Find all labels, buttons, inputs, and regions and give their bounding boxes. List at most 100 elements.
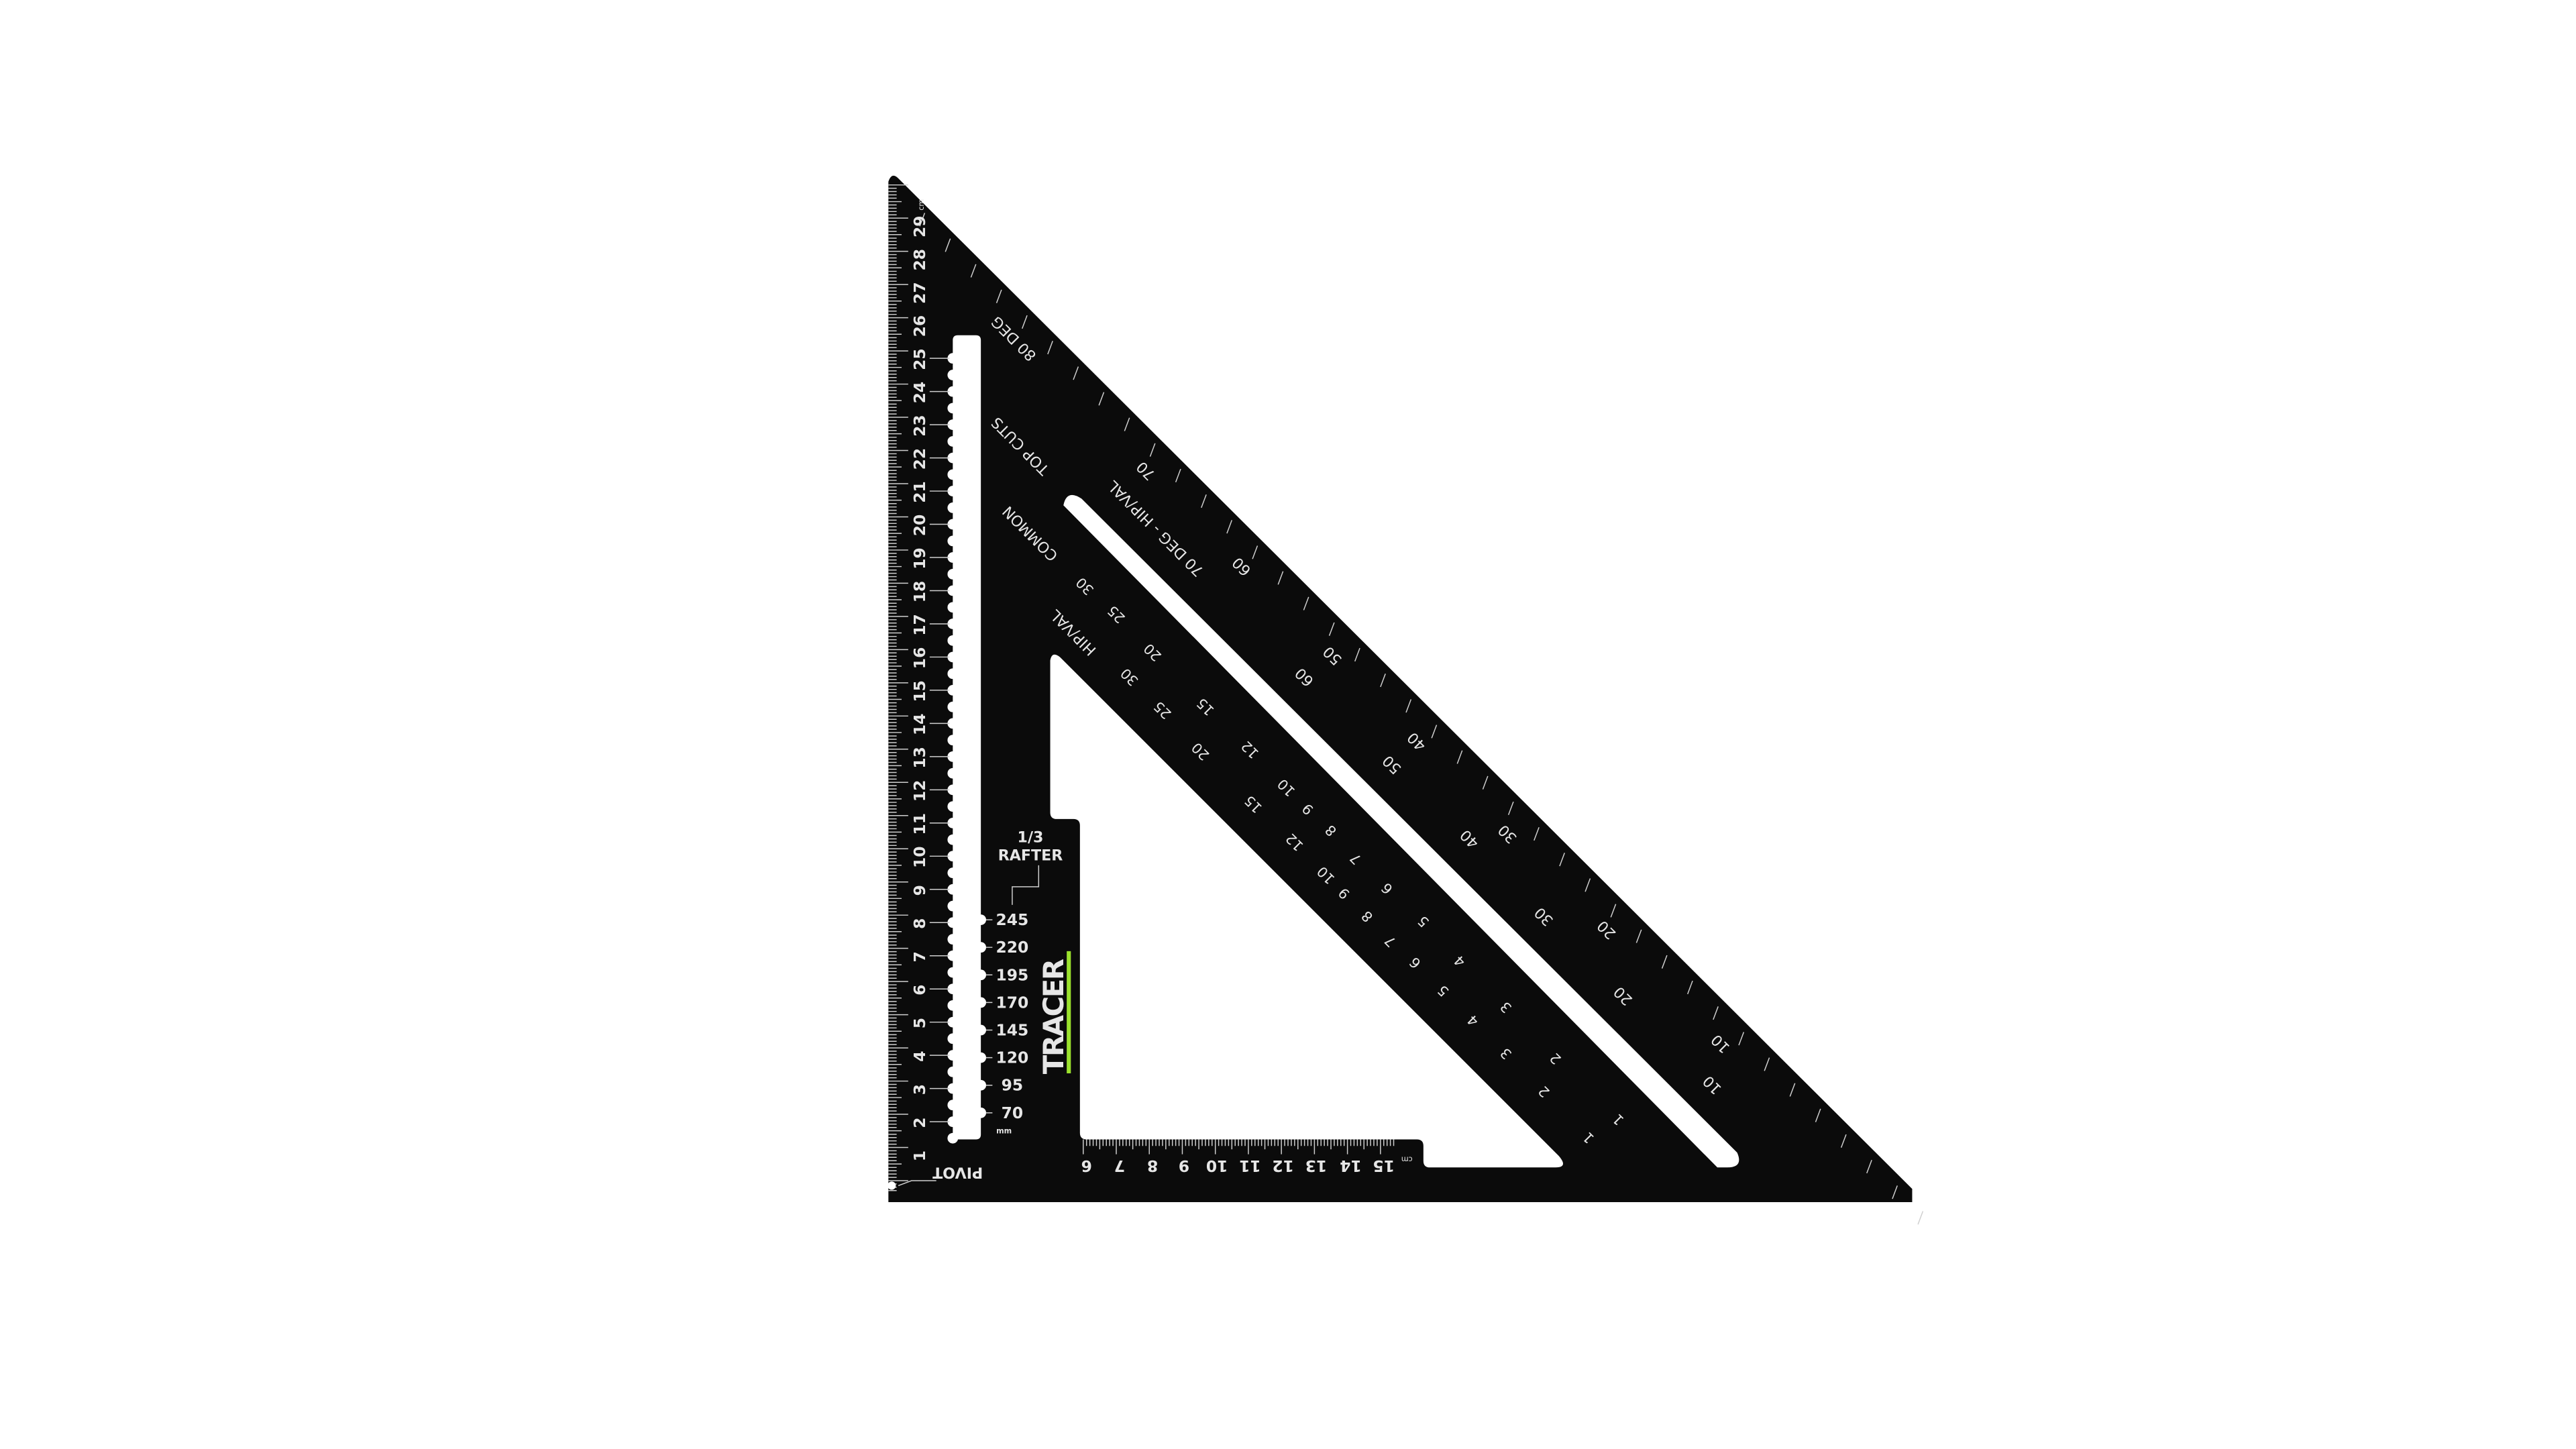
square-body: [888, 175, 1913, 1202]
left-ruler-number: 16: [910, 647, 929, 669]
slot-notch: [947, 436, 959, 447]
tracer-logo-text: TRACER: [1037, 959, 1070, 1074]
slot-notch: [947, 469, 959, 480]
left-ruler-number: 12: [910, 780, 929, 802]
bottom-ruler-number: 8: [1147, 1157, 1158, 1175]
rafter-title-2: RAFTER: [998, 847, 1063, 864]
bottom-ruler-number: 10: [1206, 1157, 1228, 1175]
left-ruler-number: 24: [910, 382, 929, 404]
left-ruler-number: 4: [910, 1051, 929, 1062]
bottom-ruler-number: 13: [1305, 1157, 1328, 1175]
rafter-notch: [975, 942, 987, 953]
rafter-title-1: 1/3: [1018, 828, 1044, 846]
left-ruler-number: 13: [910, 747, 929, 769]
rafter-notch: [975, 1107, 987, 1118]
left-ruler-number: 7: [910, 951, 929, 962]
left-ruler-number: 17: [910, 614, 929, 636]
slot-notch: [947, 1016, 959, 1028]
rafter-notch: [975, 1079, 987, 1091]
rafter-value: 245: [996, 910, 1029, 929]
left-ruler-number: 22: [910, 448, 929, 470]
bottom-ruler-unit: cm: [1401, 1155, 1413, 1164]
slot-notch: [947, 1083, 959, 1094]
slot-notch: [947, 1050, 959, 1061]
slot-notch: [947, 585, 959, 596]
slot-notch: [947, 917, 959, 928]
rafter-notch: [975, 1052, 987, 1063]
bottom-ruler-number: 7: [1114, 1157, 1125, 1175]
slot-notch: [947, 1116, 959, 1127]
left-ruler-number: 19: [910, 547, 929, 570]
rafter-value: 145: [996, 1021, 1029, 1040]
rafter-value: 70: [1002, 1104, 1024, 1122]
left-ruler-number: 28: [910, 249, 929, 271]
slot-notch: [947, 735, 959, 746]
slot-notch: [947, 701, 959, 712]
slot-notch: [947, 1099, 959, 1111]
slot-notch: [947, 602, 959, 613]
slot-notch: [947, 635, 959, 646]
slot-notches: [947, 353, 987, 1144]
bottom-ruler-number: 15: [1373, 1157, 1395, 1175]
slot-notch: [947, 386, 959, 397]
left-ruler-number: 8: [910, 918, 929, 929]
rafter-value: 195: [996, 965, 1029, 984]
slot-notch: [947, 685, 959, 696]
slot-notch: [947, 751, 959, 762]
bottom-ruler-number: 6: [1081, 1157, 1092, 1175]
slot-notch: [947, 535, 959, 547]
left-ruler-number: 18: [910, 581, 929, 603]
slot-notch: [947, 883, 959, 895]
left-ruler-number: 1: [910, 1150, 929, 1161]
slot-notch: [947, 619, 959, 629]
rafter-notch: [975, 914, 987, 925]
slot-notch: [947, 767, 959, 779]
left-ruler-number: 26: [910, 315, 929, 337]
slot-notch: [947, 502, 959, 513]
rafter-notch: [975, 1024, 987, 1036]
left-ruler-number: 15: [910, 680, 929, 702]
left-ruler-number: 3: [910, 1084, 929, 1095]
left-ruler-number: 23: [910, 415, 929, 437]
tracer-logo: TRACER: [1037, 959, 1070, 1074]
rafter-arrow: [1012, 865, 1040, 905]
rafter-unit: mm: [996, 1127, 1012, 1136]
slot-notch: [947, 1066, 959, 1077]
slot-notch: [947, 651, 959, 663]
left-ruler-number: 21: [910, 481, 929, 503]
pivot-arrow: [898, 1180, 936, 1187]
rafter-value: 170: [996, 993, 1029, 1012]
left-ruler-number: 14: [910, 714, 929, 736]
left-ruler-number: 2: [910, 1117, 929, 1128]
slot-notch: [947, 552, 959, 563]
slot-notch: [947, 867, 959, 879]
rafter-value: 95: [1002, 1076, 1024, 1095]
rafter-notch: [975, 969, 987, 981]
slot-notch: [947, 817, 959, 828]
brand-accent-bar: [1067, 951, 1071, 1073]
slot-notch: [947, 668, 959, 680]
bottom-ruler-number: 11: [1239, 1157, 1261, 1175]
slot-notch: [947, 1132, 959, 1144]
pivot-point: [888, 1181, 896, 1190]
slot-notch: [947, 834, 959, 845]
slot-notch: [947, 983, 959, 995]
left-ruler-number: 9: [910, 885, 929, 896]
bottom-ruler-number: 12: [1272, 1157, 1294, 1175]
rafter-notch: [975, 997, 987, 1008]
slot-notch: [947, 370, 959, 380]
slot-notch: [947, 967, 959, 978]
slot-notch: [947, 419, 959, 430]
slot-notch: [947, 851, 959, 862]
slot-notch: [947, 486, 959, 496]
slot-notch: [947, 519, 959, 530]
slot-notch: [947, 950, 959, 961]
slot-notch: [947, 1000, 959, 1011]
slot-notch: [947, 452, 959, 464]
left-ruler-number: 20: [910, 515, 929, 537]
pivot-label: PIVOT: [932, 1163, 983, 1181]
slot-notch: [947, 569, 959, 580]
slot-notch: [947, 1033, 959, 1044]
rafter-value: 120: [996, 1049, 1029, 1067]
ruler-tick-marks: [888, 184, 1924, 1225]
